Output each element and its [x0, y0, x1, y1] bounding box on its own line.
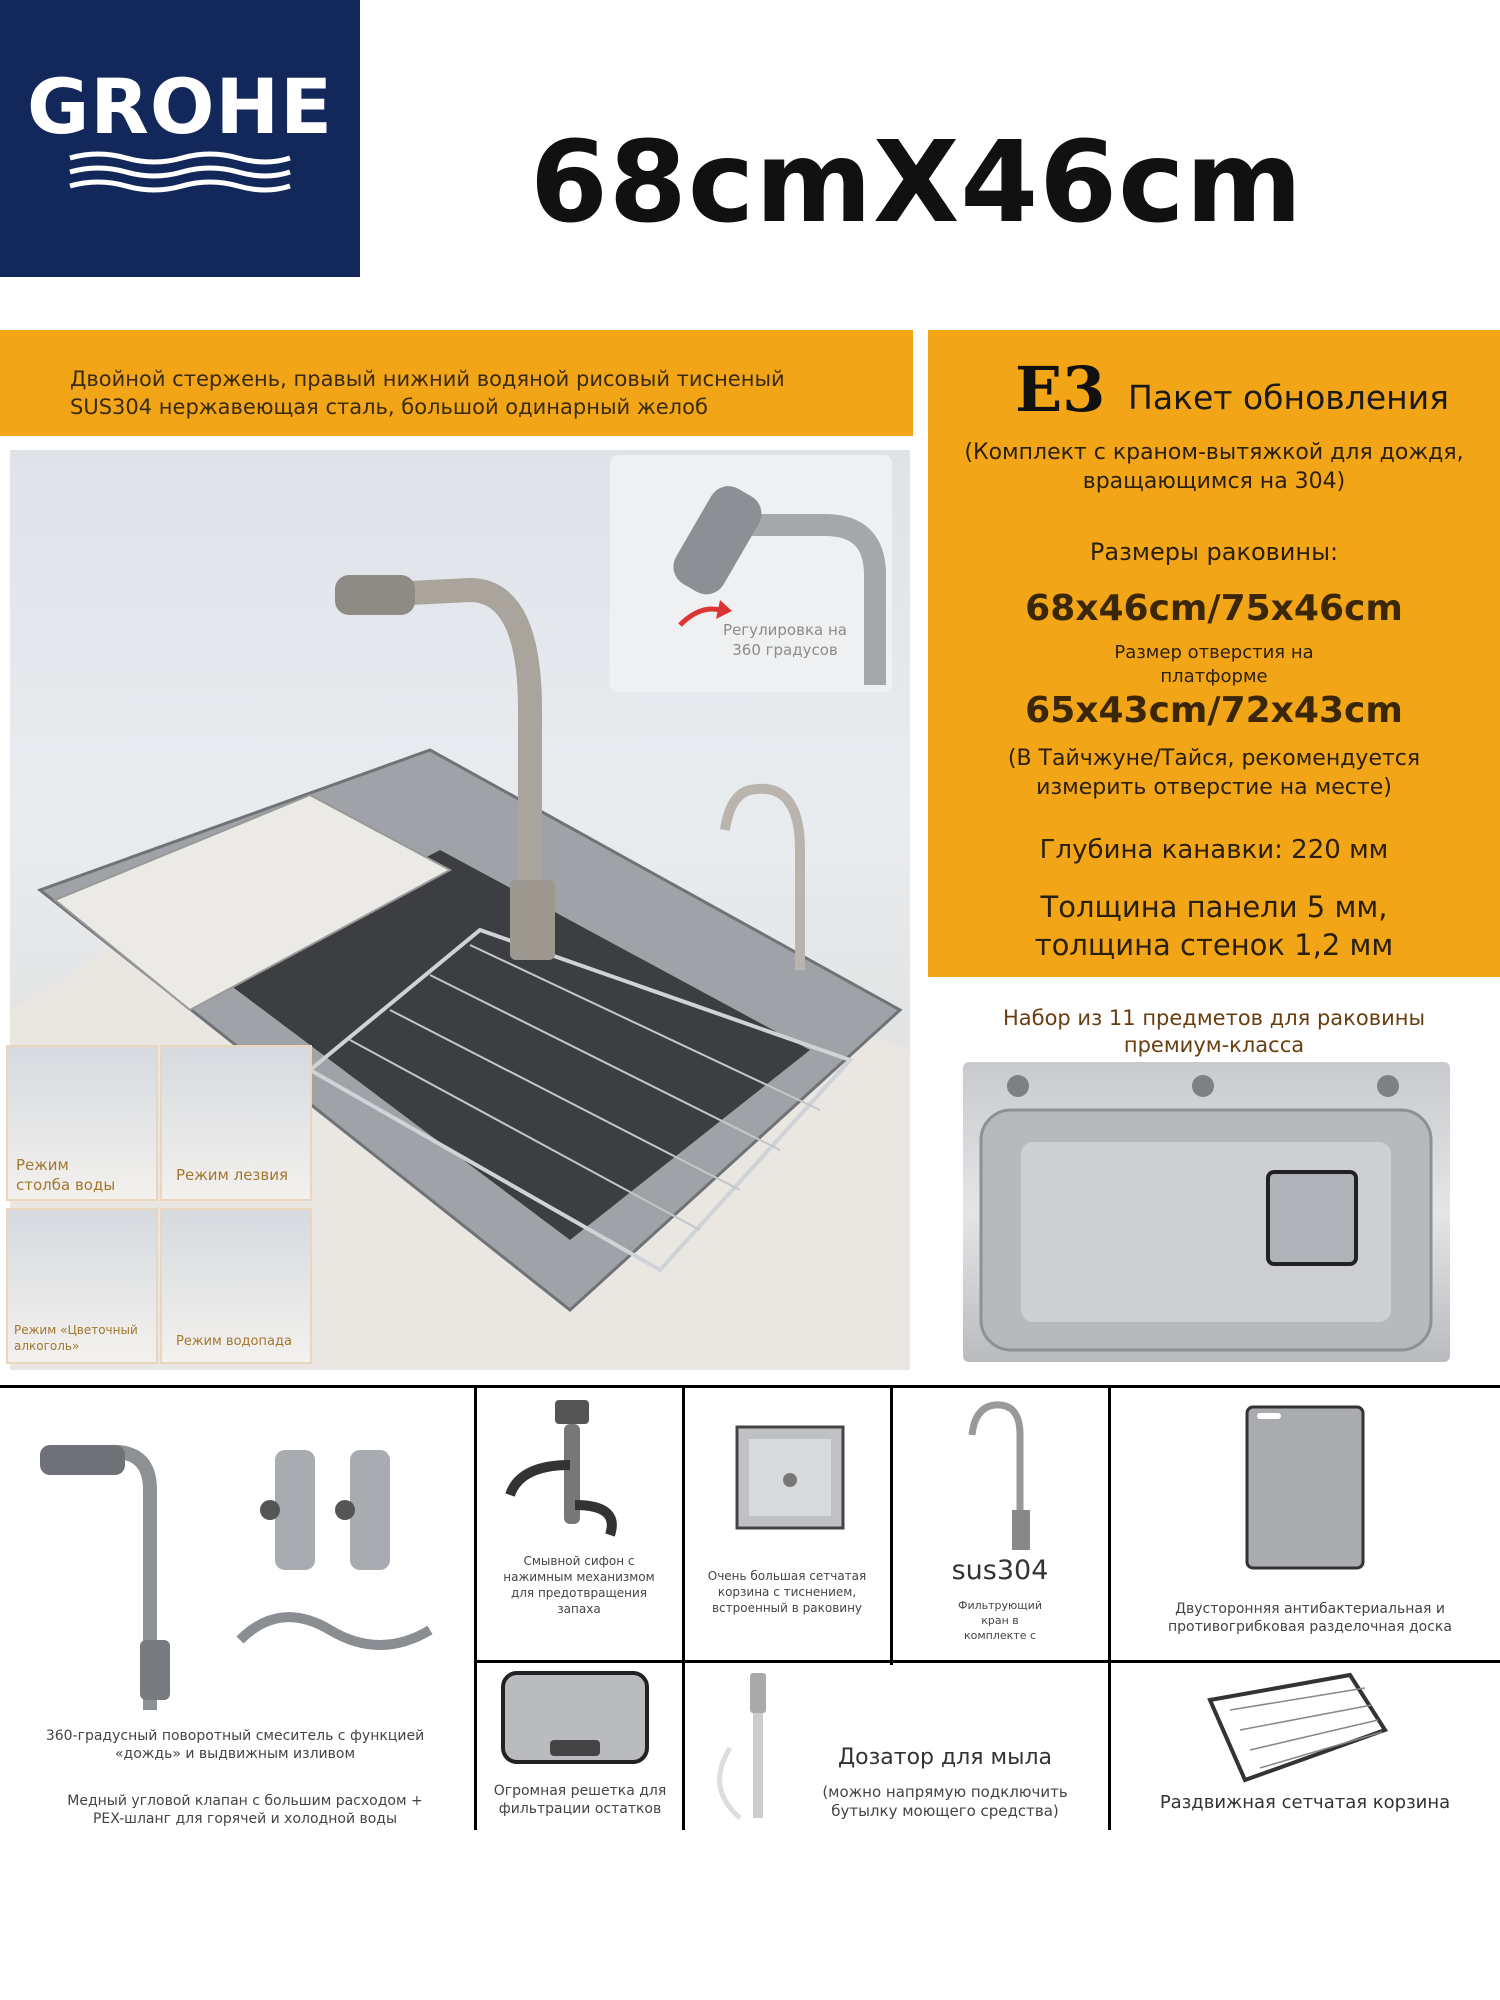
grid-divider [682, 1385, 685, 1830]
mode-label: Режим лезвия [176, 1165, 288, 1185]
board-caption: Двусторонняя антибактериальная и противо… [1140, 1600, 1480, 1636]
mode-label-line: столба воды [16, 1176, 116, 1194]
caption-line: Огромная решетка для [493, 1783, 667, 1799]
hole-size-label: Размер отверстия на [1114, 642, 1314, 663]
hole-sizes: 65x43cm/72x43cm [1025, 690, 1403, 731]
package-badge: E3 [1015, 353, 1106, 426]
faucet-set-icon [40, 1444, 433, 1710]
rotation-caption-line: Регулировка на [723, 621, 847, 639]
caption-line: комплекте с [963, 1629, 1037, 1642]
caption-line: PEX-шланг для горячей и холодной воды [92, 1811, 398, 1827]
caption-line: Двусторонняя антибактериальная и [1175, 1601, 1445, 1617]
grid-divider [474, 1385, 477, 1830]
description-band [0, 330, 913, 436]
brand-logo: GROHE [0, 0, 360, 277]
strainer-basket-icon [735, 1425, 845, 1530]
mode-tile-flower [6, 1208, 158, 1364]
description-line: Двойной стержень, правый нижний водяной … [70, 367, 785, 391]
mode-tile-water-column [6, 1045, 158, 1201]
description-line: SUS304 нержавеющая сталь, большой одинар… [70, 395, 708, 419]
wall-thickness: толщина стенок 1,2 мм [1034, 928, 1394, 962]
mode-label-line: алкоголь» [14, 1339, 80, 1353]
rotation-caption-line: 360 градусов [732, 641, 838, 659]
soap-title: Дозатор для мыла [837, 1745, 1053, 1770]
caption-line: нажимным механизмом [503, 1570, 655, 1584]
kit-title: Набор из 11 предметов для раковины преми… [928, 1005, 1500, 1059]
sink-size-label: Размеры раковины: [1089, 538, 1339, 566]
rack-caption: Раздвижная сетчатая корзина [1159, 1792, 1451, 1813]
logo-wordmark: GROHE [26, 62, 334, 151]
caption-line: кран в [981, 1614, 1019, 1627]
drain-grate-icon [501, 1671, 649, 1764]
roll-rack-icon [1207, 1672, 1389, 1783]
grid-divider [1108, 1385, 1111, 1830]
description-text: Двойной стержень, правый нижний водяной … [70, 365, 900, 421]
caption-line: Фильтрующий [958, 1599, 1042, 1612]
mode-label-line: Режим водопада [176, 1334, 292, 1349]
caption-line: корзина с тиснением, [717, 1585, 857, 1599]
mode-label: Режим «Цветочный алкоголь» [14, 1322, 138, 1354]
rotating-spout-icon [673, 486, 886, 685]
mode-label-line: Режим [16, 1156, 69, 1174]
package-note: (Комплект с краном-вытяжкой для дождя, [964, 440, 1464, 465]
wave-icon [69, 151, 291, 193]
caption-line: Очень большая сетчатая [707, 1569, 867, 1583]
groove-depth: Глубина канавки: 220 мм [1039, 835, 1389, 865]
sink-top-view-icon [979, 1075, 1433, 1352]
package-title: Пакет обновления [1128, 378, 1450, 417]
hole-note: (В Тайчжуне/Тайся, рекомендуется [1007, 746, 1421, 771]
siphon-caption: Смывной сифон с нажимным механизмом для … [484, 1553, 674, 1617]
caption-line: запаха [557, 1602, 601, 1616]
mode-tile-waterfall [160, 1208, 312, 1364]
mode-label-line: Режим «Цветочный [14, 1323, 138, 1337]
caption-line: встроенный в раковину [711, 1601, 863, 1615]
caption-line: Смывной сифон с [523, 1554, 635, 1568]
caption-line: 360-градусный поворотный смеситель с фун… [45, 1728, 425, 1744]
caption-line: для предотвращения [510, 1586, 648, 1600]
mode-label-line: Режим лезвия [176, 1166, 289, 1184]
cutting-board-icon [1245, 1405, 1365, 1570]
grid-divider [890, 1385, 893, 1665]
hole-note: измерить отверстие на месте) [1036, 775, 1392, 800]
basket-caption: Очень большая сетчатая корзина с тиснени… [692, 1568, 882, 1616]
spec-panel [928, 330, 1500, 977]
kit-title-line: Набор из 11 предметов для раковины [1002, 1006, 1426, 1030]
kit-title-line: премиум-класса [1123, 1033, 1305, 1057]
faucet-caption: 360-градусный поворотный смеситель с фун… [10, 1727, 460, 1763]
soap-dispenser-icon [717, 1673, 766, 1820]
rotation-inset [610, 455, 892, 692]
page-title: 68cmX46cm [530, 118, 1304, 248]
valve-caption: Медный угловой клапан с большим расходом… [20, 1792, 470, 1828]
caption-line: фильтрации остатков [498, 1801, 662, 1817]
filter-tap-badge: sus304 [951, 1555, 1049, 1586]
mode-label: Режим столба воды [16, 1155, 115, 1195]
caption-line: «дождь» и выдвижным изливом [114, 1746, 356, 1762]
filter-tap-caption: Фильтрующий кран в комплекте с [940, 1598, 1060, 1643]
caption-line: (можно напрямую подключить [822, 1783, 1068, 1801]
caption-line: противогрибковая разделочная доска [1168, 1619, 1452, 1635]
grate-caption: Огромная решетка для фильтрации остатков [480, 1782, 680, 1818]
caption-line: бутылку моющего средства) [831, 1802, 1059, 1820]
mode-tile-blade [160, 1045, 312, 1201]
hole-size-label: платформе [1160, 666, 1268, 687]
kit-sink-photo [963, 1062, 1450, 1362]
mode-label: Режим водопада [176, 1332, 292, 1352]
filter-tap-icon [968, 1401, 1030, 1550]
grid-divider [0, 1385, 1500, 1388]
rotation-caption: Регулировка на 360 градусов [700, 620, 870, 660]
caption-line: Медный угловой клапан с большим расходом… [67, 1793, 423, 1809]
sink-sizes: 68x46cm/75x46cm [1025, 588, 1403, 629]
package-note: вращающимся на 304) [1082, 469, 1346, 494]
soap-note: (можно напрямую подключить бутылку моюще… [800, 1783, 1090, 1821]
panel-thickness: Толщина панели 5 мм, [1040, 890, 1388, 924]
siphon-icon [505, 1400, 617, 1537]
grid-divider [474, 1660, 1500, 1663]
